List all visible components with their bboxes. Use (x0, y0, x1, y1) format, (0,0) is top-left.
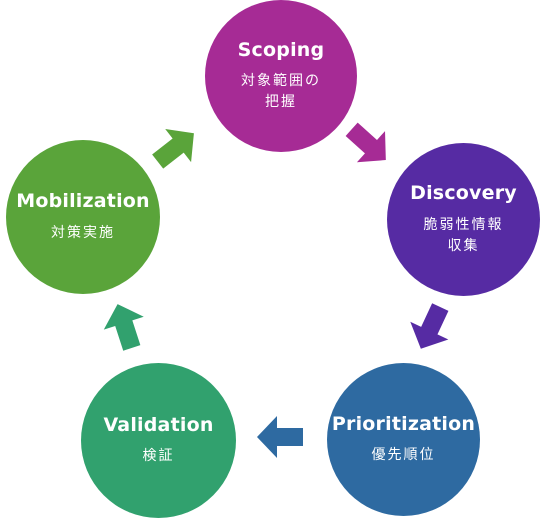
arrow-mobilization-to-scoping (144, 116, 207, 179)
node-validation-title: Validation (103, 413, 214, 436)
node-scoping-subtitle: 対象範囲の 把握 (241, 73, 321, 111)
node-mobilization-subtitle: 対策実施 (51, 224, 115, 241)
arrow-prioritization-to-validation (257, 416, 303, 458)
node-prioritization: Prioritization 優先順位 (327, 363, 480, 516)
node-discovery-title: Discovery (410, 182, 517, 205)
node-discovery-subtitle: 脆弱性情報 収集 (423, 216, 504, 254)
node-scoping: Scoping 対象範囲の 把握 (205, 0, 357, 152)
node-mobilization: Mobilization 対策実施 (6, 140, 160, 294)
arrow-validation-to-mobilization (97, 297, 152, 355)
node-prioritization-title: Prioritization (331, 412, 476, 435)
arrow-discovery-to-prioritization (401, 298, 460, 358)
node-validation-subtitle: 検証 (142, 448, 175, 465)
node-prioritization-subtitle: 優先順位 (371, 447, 436, 464)
node-mobilization-title: Mobilization (16, 190, 150, 213)
arrow-scoping-to-discovery (337, 113, 400, 176)
node-scoping-title: Scoping (237, 38, 325, 61)
node-discovery: Discovery 脆弱性情報 収集 (387, 143, 540, 296)
node-validation: Validation 検証 (81, 363, 236, 518)
